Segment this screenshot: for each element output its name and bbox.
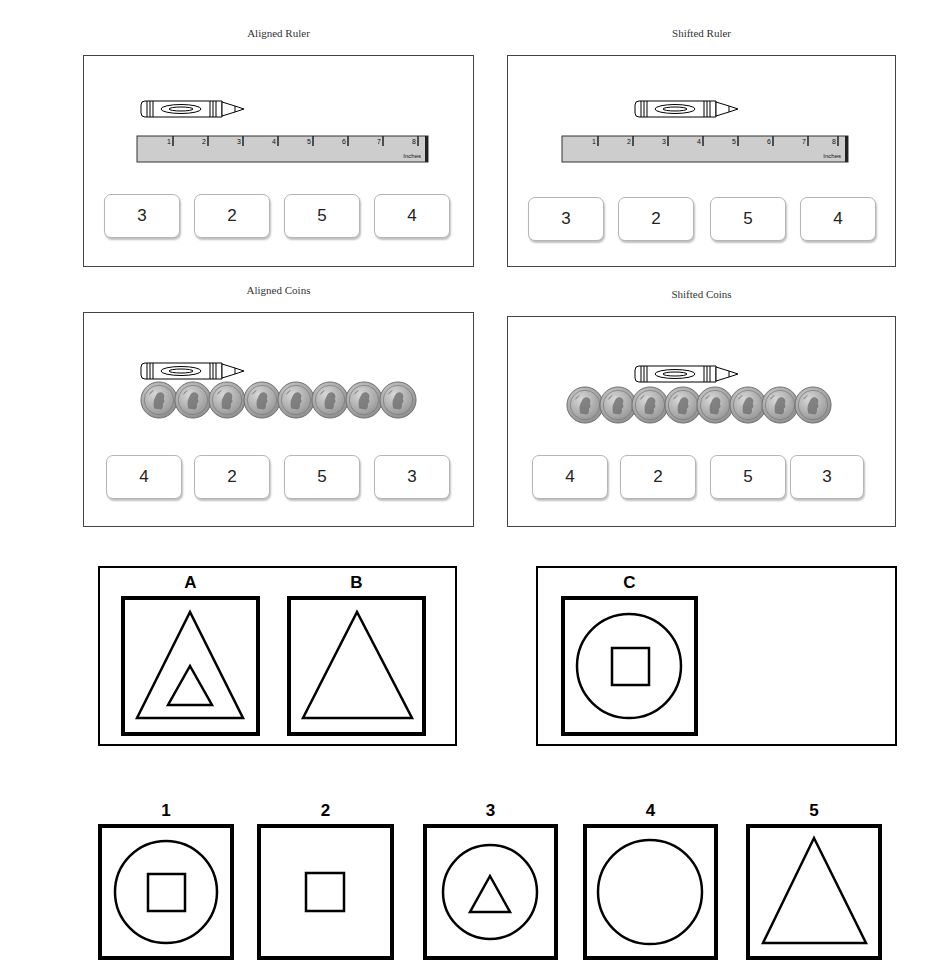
task-panel: 12345678Inches3254Aligned Ruler xyxy=(83,55,474,267)
answer-button: 4 xyxy=(374,194,450,238)
answer-button: 2 xyxy=(194,455,270,499)
task-panel: 4253Aligned Coins xyxy=(83,312,474,527)
answer-button: 4 xyxy=(106,455,182,499)
ruler-number: 1 xyxy=(586,138,596,146)
ruler-number: 7 xyxy=(371,138,381,146)
answer-button: 3 xyxy=(528,197,604,241)
figure-label: 5 xyxy=(746,801,882,821)
ruler-number: 5 xyxy=(301,138,311,146)
answer-button: 2 xyxy=(620,455,696,499)
answer-number: 2 xyxy=(621,467,695,487)
answer-button: 4 xyxy=(800,197,876,241)
coin-row xyxy=(141,382,416,418)
answer-button: 5 xyxy=(710,455,786,499)
ruler: 1 2 3 4 5 6 7 8Inches xyxy=(562,136,848,162)
ruler-number: 8 xyxy=(826,138,836,146)
ruler-number: 5 xyxy=(726,138,736,146)
ruler-picture xyxy=(137,136,428,162)
ruler-number: 4 xyxy=(691,138,701,146)
answer-button: 3 xyxy=(104,194,180,238)
figure-box: 2 xyxy=(257,824,394,960)
answer-number: 3 xyxy=(529,209,603,229)
answer-number: 2 xyxy=(195,467,269,487)
ruler-number: 4 xyxy=(266,138,276,146)
coin-row xyxy=(567,387,831,423)
group-frame xyxy=(99,567,456,745)
figure-box: C xyxy=(561,596,698,736)
answer-button: 3 xyxy=(374,455,450,499)
figure-box: 5 xyxy=(746,824,882,960)
crayon-picture xyxy=(141,363,244,379)
ruler-number: 7 xyxy=(796,138,806,146)
answer-number: 5 xyxy=(285,467,359,487)
ruler-number: 8 xyxy=(406,138,416,146)
ruler-number: 6 xyxy=(336,138,346,146)
ruler-number: 6 xyxy=(761,138,771,146)
panel-title: Aligned Coins xyxy=(83,283,474,297)
answer-number: 3 xyxy=(375,467,449,487)
task-panel: 12345678Inches3254Shifted Ruler xyxy=(507,55,896,267)
answer-number: 4 xyxy=(107,467,181,487)
figure-label: 3 xyxy=(423,801,558,821)
crayon-picture xyxy=(635,101,738,117)
ruler-number: 2 xyxy=(621,138,631,146)
answer-button: 3 xyxy=(790,455,864,499)
ruler-number: 2 xyxy=(196,138,206,146)
answer-number: 3 xyxy=(105,206,179,226)
figure-label: C xyxy=(561,573,698,593)
answer-button: 5 xyxy=(710,197,786,241)
answer-number: 5 xyxy=(711,209,785,229)
answer-button: 5 xyxy=(284,194,360,238)
task-panel: 4253Shifted Coins xyxy=(507,316,896,527)
figure-box: 1 xyxy=(98,824,234,960)
crayon-picture xyxy=(141,101,244,117)
ruler-number: 3 xyxy=(656,138,666,146)
panel-title: Shifted Coins xyxy=(507,287,896,301)
figure-label: 4 xyxy=(583,801,718,821)
answer-button: 2 xyxy=(194,194,270,238)
group-frame xyxy=(537,567,896,745)
answer-button: 2 xyxy=(618,197,694,241)
answer-number: 5 xyxy=(711,467,785,487)
answer-number: 4 xyxy=(375,206,449,226)
answer-number: 5 xyxy=(285,206,359,226)
answer-number: 2 xyxy=(619,209,693,229)
ruler: 1 2 3 4 5 6 7 8Inches xyxy=(137,136,428,162)
unit-label: Inches xyxy=(823,153,841,160)
answer-number: 4 xyxy=(801,209,875,229)
figure-label: A xyxy=(121,573,260,593)
panel-title: Aligned Ruler xyxy=(83,26,474,40)
answer-number: 3 xyxy=(791,467,863,487)
panel-title: Shifted Ruler xyxy=(507,26,896,40)
figure-box: B xyxy=(287,596,426,736)
ruler-picture xyxy=(562,136,848,162)
figure-box: A xyxy=(121,596,260,736)
ruler-number: 1 xyxy=(161,138,171,146)
figure-shapes xyxy=(115,612,866,944)
figure-box: 3 xyxy=(423,824,558,960)
crayon-picture xyxy=(635,366,738,382)
answer-number: 2 xyxy=(195,206,269,226)
figure-box: 4 xyxy=(583,824,718,960)
figure-label: B xyxy=(287,573,426,593)
unit-label: Inches xyxy=(403,153,421,160)
ruler-number: 3 xyxy=(231,138,241,146)
figure-label: 1 xyxy=(98,801,234,821)
figure-label: 2 xyxy=(257,801,394,821)
answer-button: 5 xyxy=(284,455,360,499)
answer-button: 4 xyxy=(532,455,608,499)
answer-number: 4 xyxy=(533,467,607,487)
